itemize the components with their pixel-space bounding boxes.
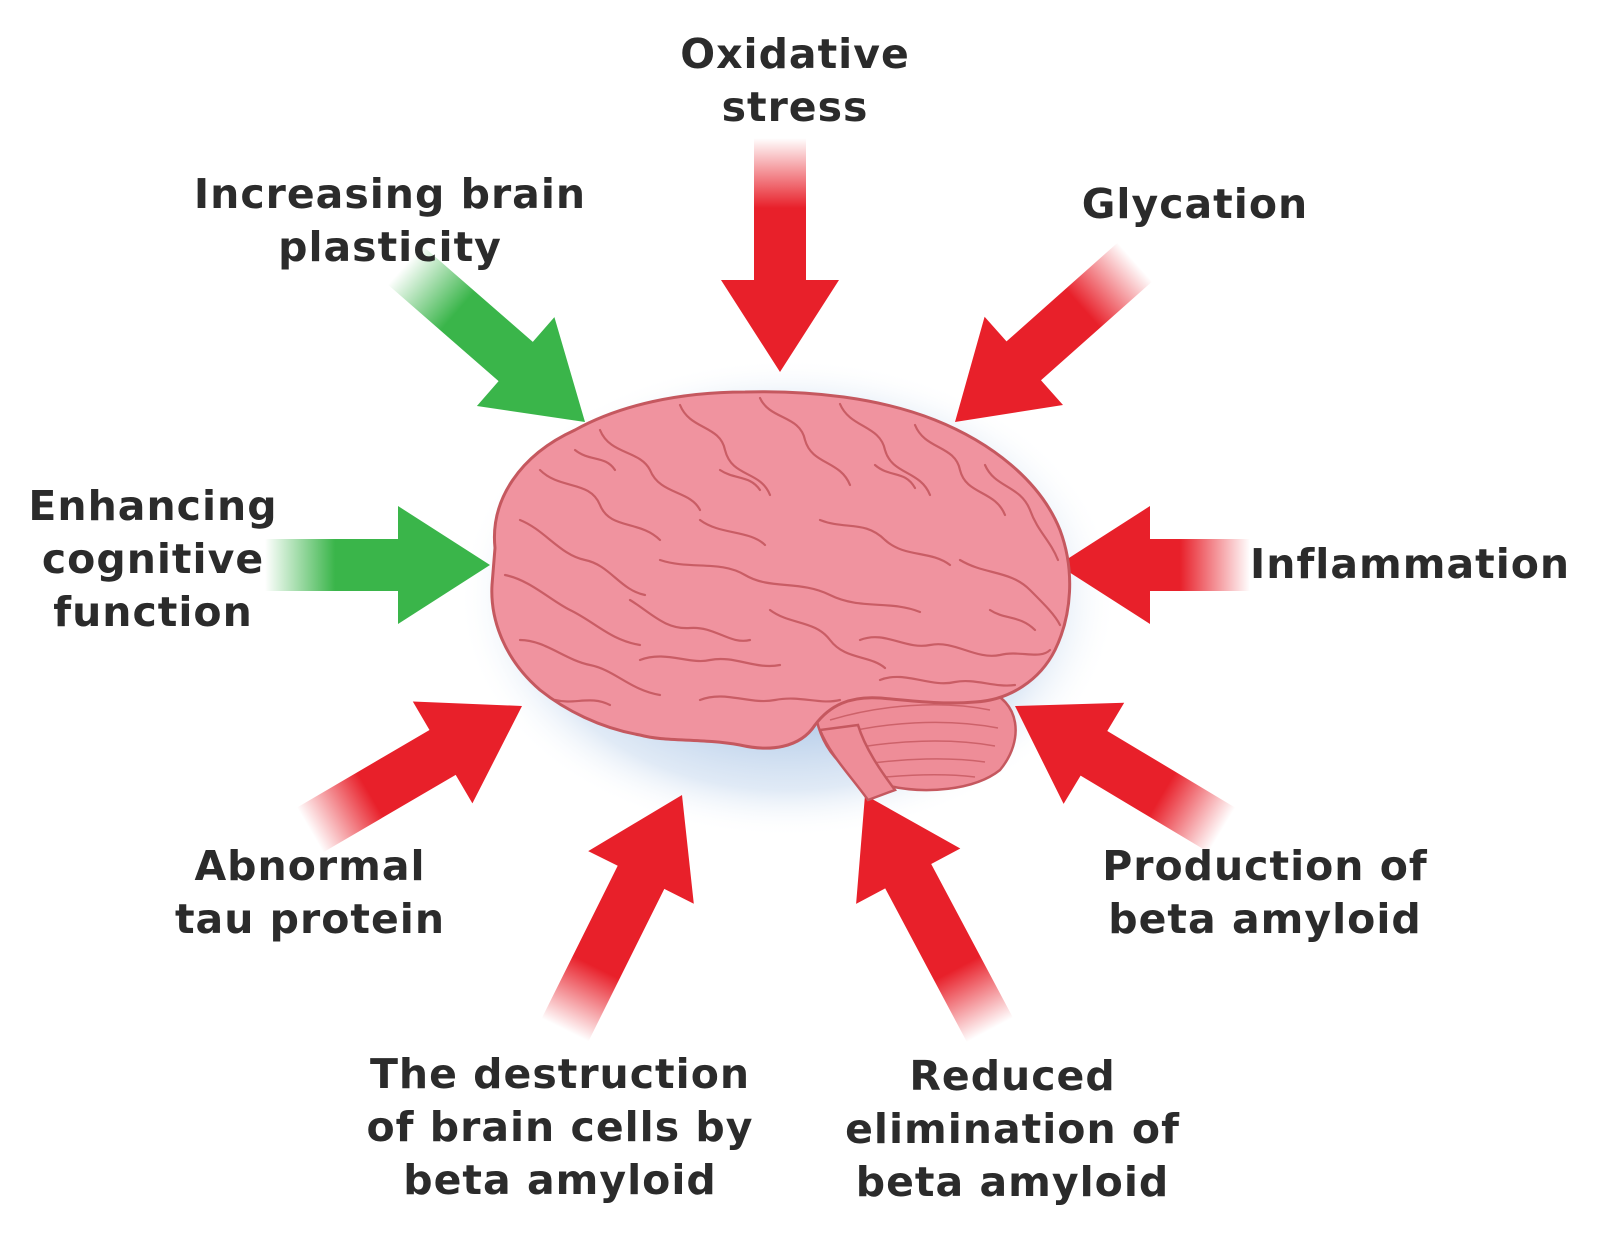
cerebrum [490, 390, 1072, 750]
arrow-abnormal-tau-negative [296, 701, 522, 853]
label-inflammation: Inflammation [1250, 540, 1571, 588]
label-glycation: Glycation [1081, 180, 1309, 228]
arrow-oxidative-stress-negative [721, 138, 839, 372]
arrow-destruction-brain-cells-negative [541, 795, 694, 1042]
brain-icon [490, 390, 1072, 802]
arrow-glycation-negative [955, 242, 1153, 422]
arrow-production-beta-amyloid-negative [1015, 702, 1236, 853]
arrows-group [265, 138, 1250, 1043]
arrow-reduced-elimination-negative [856, 795, 1013, 1043]
brainstem [818, 723, 898, 802]
arrow-inflammation-negative [1058, 506, 1250, 624]
arrow-enhancing-cognitive-positive [265, 506, 490, 624]
arrow-increasing-plasticity-positive [387, 245, 585, 422]
